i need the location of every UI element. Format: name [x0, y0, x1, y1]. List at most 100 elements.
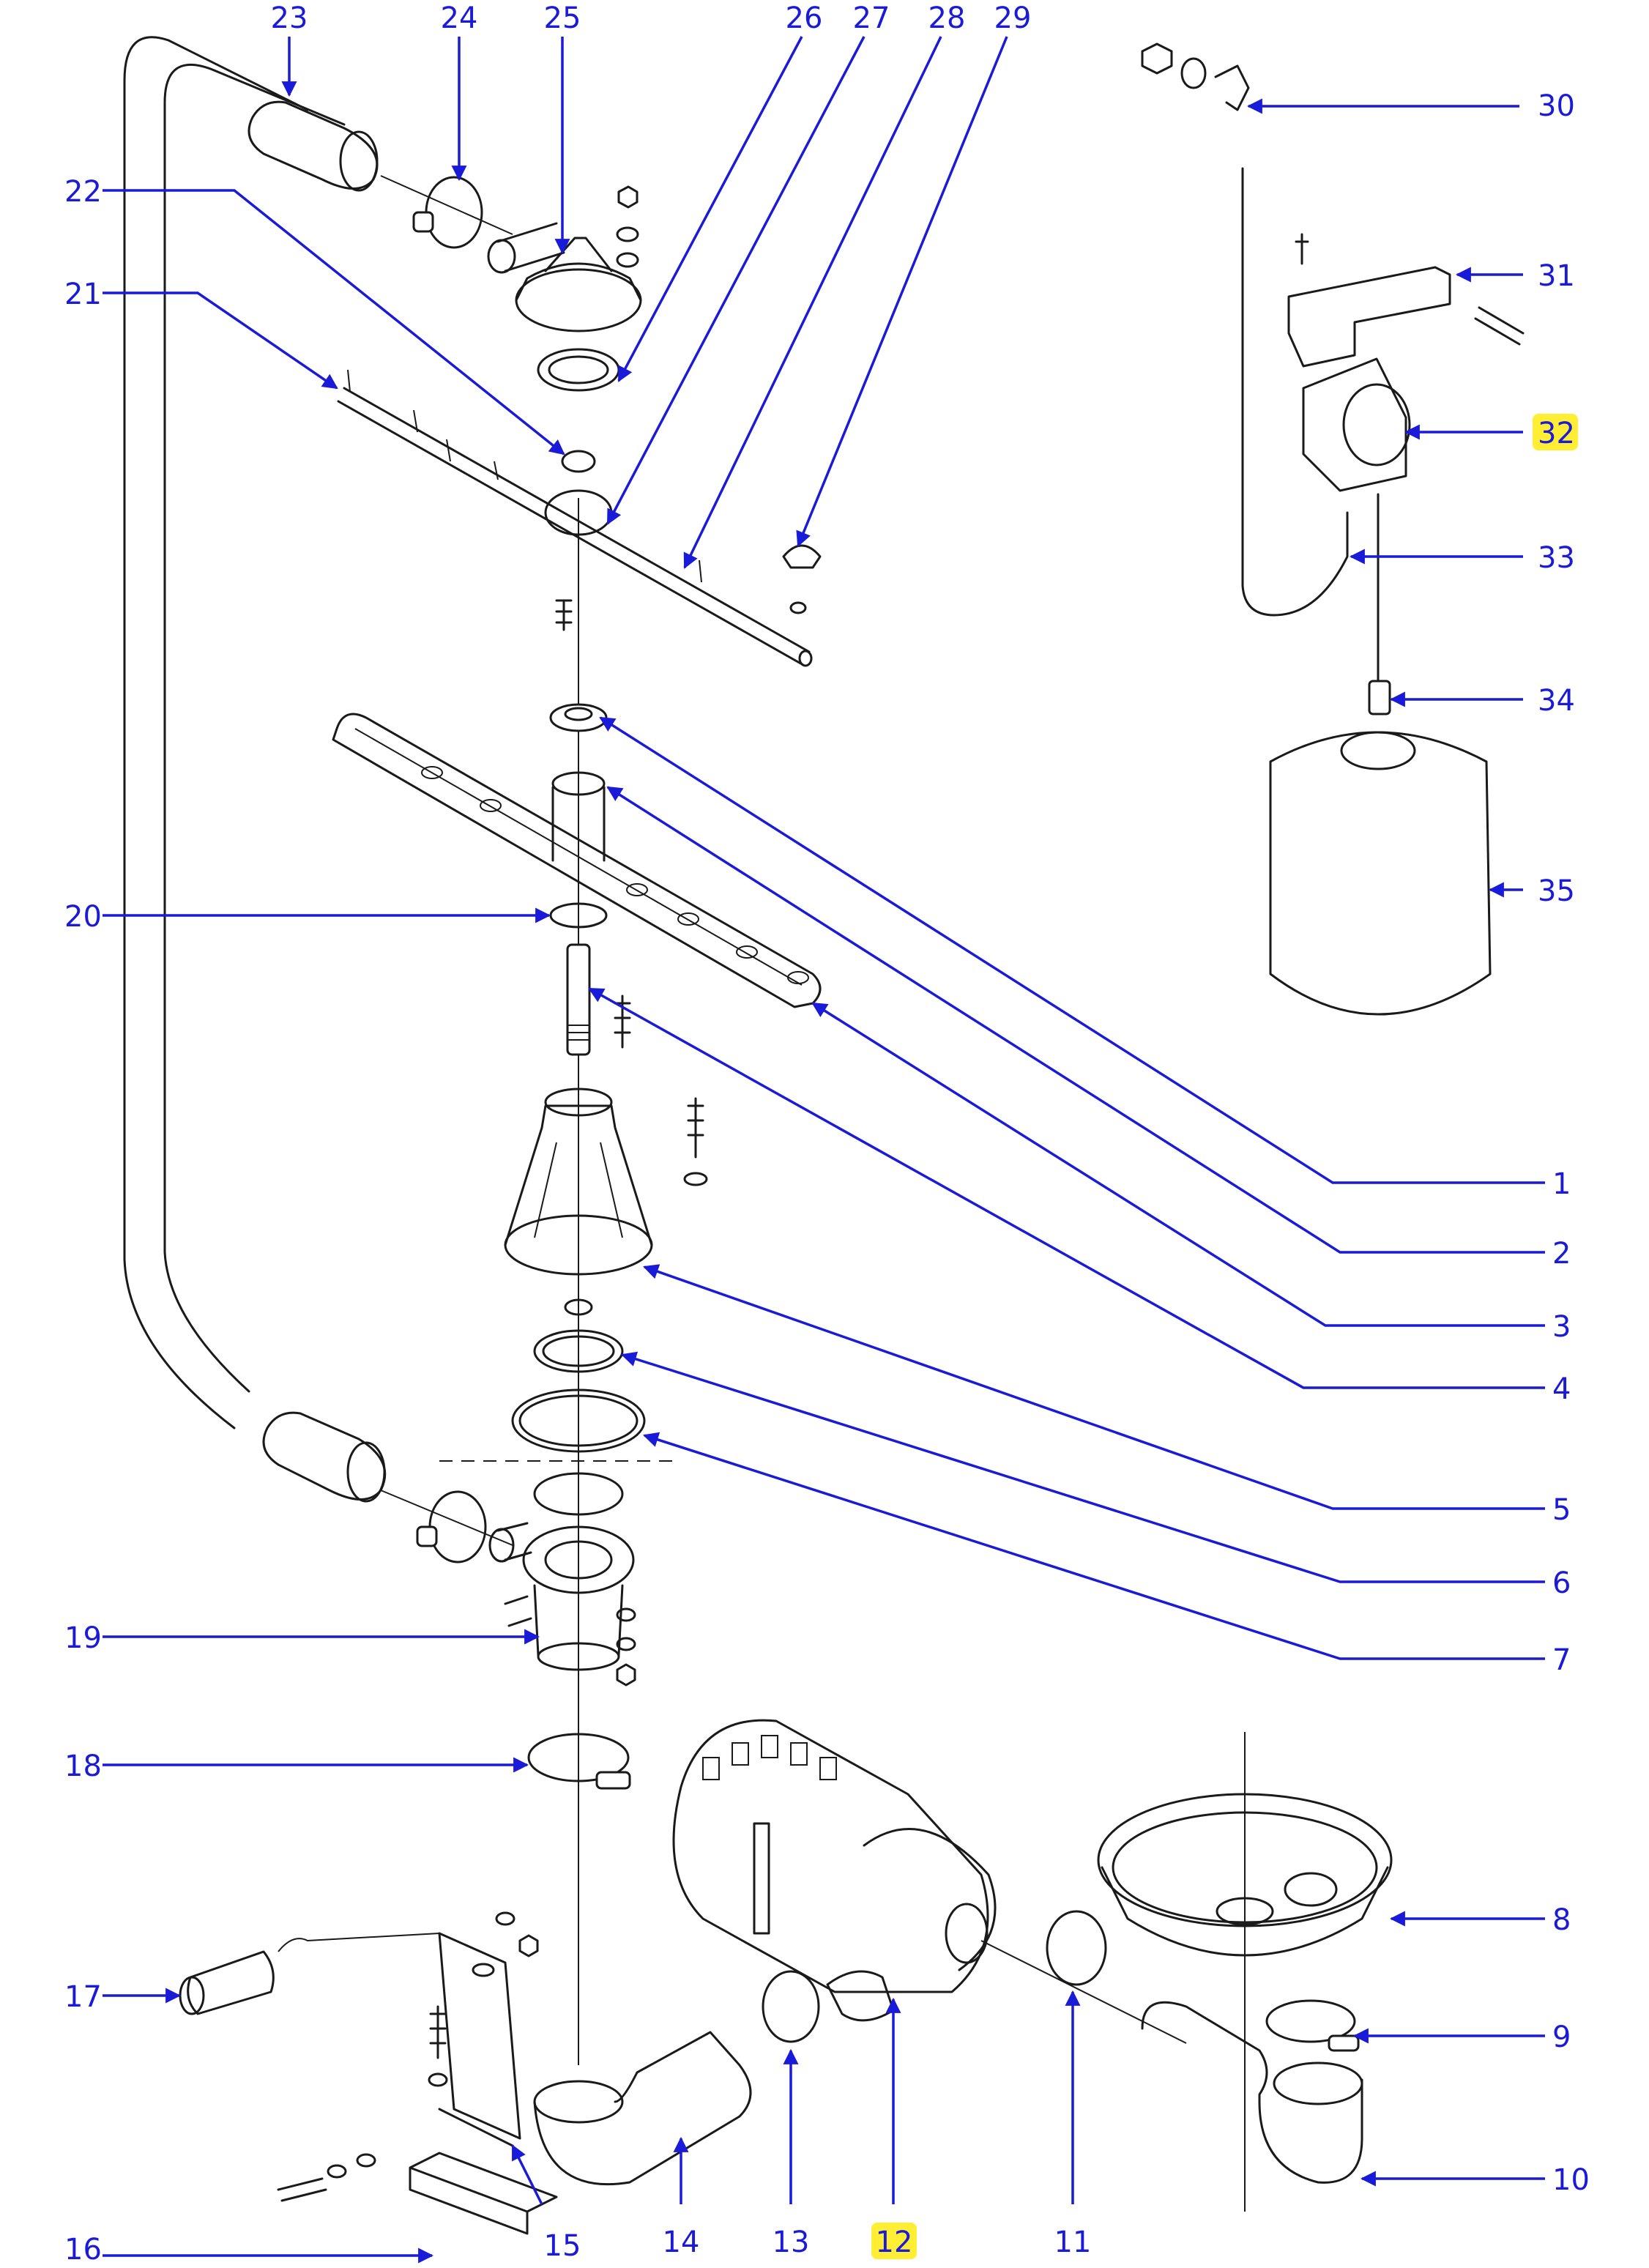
- callout-21: 21: [64, 278, 102, 311]
- leader-28: [683, 36, 942, 569]
- hose-clamp-11: [1046, 1910, 1107, 1986]
- leader-7: [643, 1432, 1545, 1660]
- main-hub-body: [504, 1104, 653, 1246]
- callout-11: 11: [1054, 2226, 1092, 2259]
- housing-fasteners: [616, 1607, 636, 1687]
- callout-1: 1: [1552, 1167, 1571, 1201]
- callout-29: 29: [994, 1, 1032, 35]
- leader-22: [103, 189, 565, 456]
- lower-housing-bottom: [537, 1642, 620, 1671]
- gasket-6: [533, 1329, 624, 1373]
- clamp-screw-24: [412, 211, 434, 233]
- leader-5: [643, 1264, 1545, 1510]
- callout-7: 7: [1552, 1643, 1571, 1677]
- upper-gasket-26-inner: [548, 355, 609, 384]
- hose-33: [1241, 511, 1349, 617]
- leader-15: [511, 2144, 543, 2205]
- sensor-body: [187, 1950, 275, 2015]
- hose-clamp-13: [762, 1970, 820, 2043]
- hose-clamp-lower: [428, 1490, 487, 1564]
- callout-31: 31: [1538, 259, 1575, 293]
- sleeve-top-end: [339, 130, 379, 192]
- callout-9: 9: [1552, 2020, 1571, 2054]
- leader-lines: [103, 36, 1545, 2264]
- gasket-6-inner: [542, 1335, 615, 1367]
- callout-25: 25: [544, 1, 581, 35]
- callout-24: 24: [441, 1, 478, 35]
- leader-1: [599, 716, 1545, 1184]
- lower-gasket: [533, 1472, 624, 1516]
- pump-volute: [863, 1828, 997, 1971]
- callout-34: 34: [1538, 684, 1575, 718]
- hose-clamp-9: [1265, 1999, 1356, 2043]
- float-35: [1269, 731, 1492, 1016]
- callout-35: 35: [1538, 874, 1575, 908]
- upper-spray-tube: [337, 387, 811, 666]
- leader-27: [606, 36, 866, 525]
- main-hub-top: [544, 1087, 613, 1117]
- spray-arm-holes: [421, 766, 809, 984]
- drain-elbow: [1141, 2001, 1363, 2184]
- side-screw: [687, 1097, 704, 1159]
- pump-bracket: [753, 1822, 770, 1935]
- gasket-7: [511, 1388, 646, 1453]
- upper-hub-fasteners: [616, 185, 639, 268]
- upper-hub-inlet-end: [487, 239, 516, 274]
- spray-tube-end: [798, 650, 813, 667]
- drain-guide: [980, 1940, 1187, 2044]
- spray-arm-nut-hole: [564, 707, 593, 721]
- hub-ribs: [534, 1142, 623, 1249]
- callout-15: 15: [544, 2229, 581, 2263]
- callout-30: 30: [1538, 89, 1575, 123]
- leader-2: [606, 786, 1545, 1254]
- housing-inlet-end: [488, 1528, 515, 1563]
- drain-elbow-opening: [1273, 2061, 1363, 2105]
- mount-bracket-31: [1287, 266, 1451, 368]
- pump-outlet: [945, 1903, 989, 1964]
- clamp-screw-lower: [416, 1525, 438, 1547]
- pipe-sleeve-top: [247, 100, 379, 190]
- callout-27: 27: [853, 1, 890, 35]
- hose-clamp-24: [425, 176, 483, 249]
- hub-screw-right: [614, 994, 631, 1049]
- callout-23: 23: [271, 1, 308, 35]
- callout-20: 20: [64, 900, 102, 934]
- mount-bracket: [438, 1932, 521, 2147]
- callout-26: 26: [786, 1, 823, 35]
- base-plate: [409, 2152, 558, 2235]
- upper-hub-inlet: [496, 222, 565, 272]
- highlight-32: [1533, 414, 1578, 450]
- clamp-9-screw: [1328, 2034, 1360, 2052]
- callout-2: 2: [1552, 1237, 1571, 1271]
- callout-14: 14: [663, 2226, 700, 2259]
- callout-12: 12: [876, 2226, 913, 2259]
- leader-6: [620, 1351, 1545, 1583]
- callout-5: 5: [1552, 1493, 1571, 1527]
- pipe-guide-line: [380, 175, 513, 235]
- callout-19: 19: [64, 1621, 102, 1655]
- callout-28: 28: [928, 1, 966, 35]
- bushing-top: [551, 771, 606, 796]
- tube-clip-29: [782, 544, 822, 569]
- leader-3: [811, 1002, 1545, 1327]
- callout-16: 16: [64, 2233, 102, 2267]
- motor-vents: [702, 1735, 837, 1780]
- switch-cap: [1342, 383, 1411, 466]
- pump-motor-body: [672, 1719, 989, 1993]
- pump-inlet-sleeve: [826, 1970, 895, 2022]
- sensor-wire: [278, 1933, 440, 1952]
- elbow-opening: [533, 2080, 624, 2124]
- sump-port: [1284, 1872, 1338, 1907]
- rod-collar-34: [1368, 680, 1391, 715]
- lower-housing-top: [522, 1525, 635, 1594]
- spray-cap-22: [561, 450, 596, 473]
- callout-labels: 23 24 25 26 27 28 29 22 21 20 19 18 17 1…: [64, 1, 1590, 2267]
- side-washer: [683, 1172, 708, 1186]
- callout-32: 32: [1538, 417, 1575, 450]
- switch-body-32: [1302, 357, 1407, 492]
- bracket-screw: [1295, 233, 1309, 265]
- callout-10: 10: [1552, 2163, 1590, 2197]
- small-gasket-upper: [564, 1298, 593, 1316]
- lower-housing-ring: [544, 1540, 613, 1580]
- callout-3: 3: [1552, 1310, 1571, 1344]
